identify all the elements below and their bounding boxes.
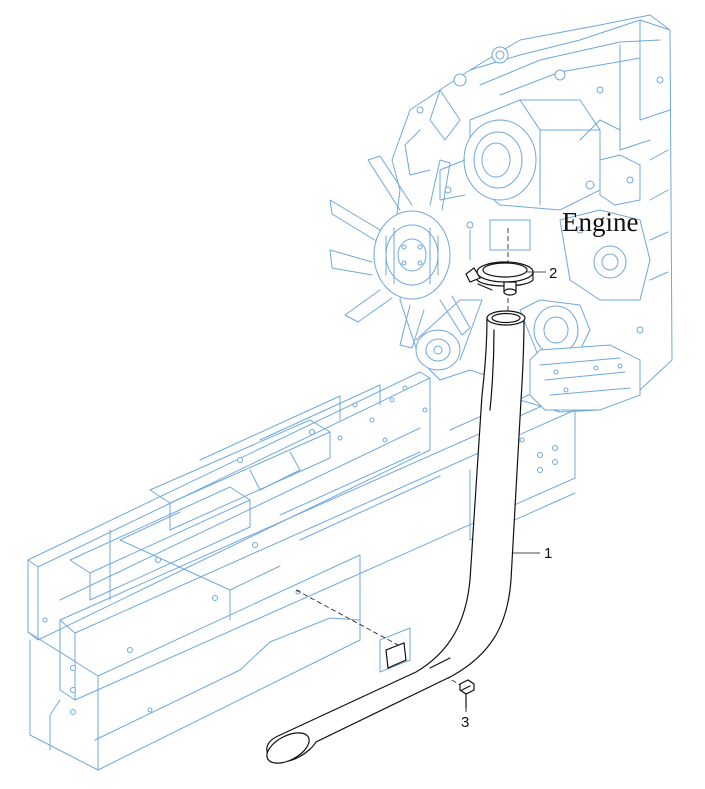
frame-holes (42, 385, 558, 715)
callout-number-1: 1 (544, 545, 552, 562)
exhaust-parts (266, 228, 546, 764)
clamp (465, 261, 534, 296)
callout-number-2: 2 (549, 265, 557, 282)
assembly-line-bracket (295, 589, 401, 647)
engine-label: Engine (562, 207, 638, 237)
bolt (459, 679, 475, 709)
callout-number-3: 3 (461, 714, 469, 731)
engine-assembly (329, 14, 673, 413)
exhaust-pipe (266, 310, 526, 764)
